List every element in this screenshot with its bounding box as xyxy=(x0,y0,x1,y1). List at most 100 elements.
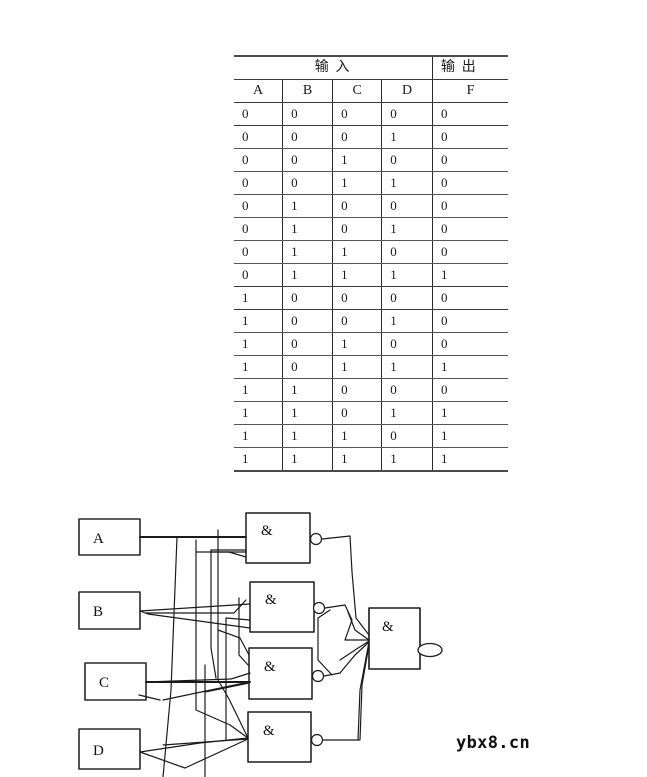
table-cell-d: 1 xyxy=(381,217,433,241)
table-cell-c: 1 xyxy=(332,424,383,448)
table-cell-d: 1 xyxy=(381,125,433,149)
table-cell-a: 0 xyxy=(234,148,284,172)
table-cell-d: 0 xyxy=(381,286,433,310)
table-cell-a: 1 xyxy=(234,447,284,472)
table-cell-c: 0 xyxy=(332,378,383,402)
wire-gate2-out-to-gate5 xyxy=(324,604,370,641)
input-label-b: B xyxy=(93,604,103,620)
table-cell-a: 1 xyxy=(234,286,284,310)
table-cell-a: 0 xyxy=(234,194,284,218)
table-cell-c: 1 xyxy=(332,263,383,287)
table-cell-f: 0 xyxy=(431,125,508,149)
wire-b-to-gate2-lower xyxy=(139,610,251,629)
table-cell-a: 1 xyxy=(234,378,284,402)
table-cell-c: 1 xyxy=(332,332,383,356)
nand-gate-4-body xyxy=(247,711,312,763)
wire-cross-1 xyxy=(210,549,217,679)
nand-gate-4-symbol: & xyxy=(263,723,275,739)
table-cell-a: 0 xyxy=(234,171,284,195)
column-header-b: B xyxy=(282,79,334,103)
table-cell-a: 1 xyxy=(234,401,284,425)
wire-b-to-gate2 xyxy=(139,603,251,612)
input-box-d xyxy=(78,728,141,770)
nand-gate-5-symbol: & xyxy=(382,619,394,635)
table-cell-a: 0 xyxy=(234,102,284,126)
wire-cross-3 xyxy=(217,529,249,739)
site-watermark: ybx8.cn xyxy=(456,733,531,753)
table-cell-f: 0 xyxy=(431,171,508,195)
table-cell-d: 0 xyxy=(381,424,433,448)
table-cell-f: 0 xyxy=(431,286,508,310)
input-label-d: D xyxy=(93,743,104,759)
table-column-header-row: A B C D F xyxy=(234,79,508,103)
wire-cross-3-to-gate3 xyxy=(217,629,250,656)
wire-a-branch-down xyxy=(162,536,178,777)
table-cell-b: 1 xyxy=(282,217,334,241)
table-cell-c: 0 xyxy=(332,217,383,241)
table-cell-c: 1 xyxy=(332,148,383,172)
table-cell-d: 0 xyxy=(381,378,433,402)
table-group-header-row: 输 入 输 出 xyxy=(234,55,508,80)
table-cell-d: 0 xyxy=(381,194,433,218)
nand-gate-2-body xyxy=(249,581,315,633)
nand-gate-5-body xyxy=(368,607,421,670)
table-cell-a: 0 xyxy=(234,263,284,287)
table-cell-b: 0 xyxy=(282,171,334,195)
input-box-b xyxy=(78,591,141,630)
table-cell-d: 1 xyxy=(381,401,433,425)
nand-gate-3-symbol: & xyxy=(264,659,276,675)
table-cell-c: 1 xyxy=(332,171,383,195)
nand-gate-1-body xyxy=(245,512,311,564)
nand-gate-3-bubble xyxy=(311,669,325,683)
table-cell-a: 0 xyxy=(234,125,284,149)
table-cell-f: 1 xyxy=(431,447,508,472)
header-inputs-group: 输 入 xyxy=(234,55,433,80)
column-header-a: A xyxy=(234,79,284,103)
table-cell-f: 0 xyxy=(431,194,508,218)
table-cell-c: 0 xyxy=(332,125,383,149)
input-box-a xyxy=(78,518,141,556)
wire-cross-2 xyxy=(195,539,249,739)
wire-vert-long-branch xyxy=(204,682,250,693)
nand-gate-4-bubble xyxy=(310,733,324,747)
table-cell-a: 0 xyxy=(234,217,284,241)
logic-circuit-diagram: A B C D & & & & & xyxy=(0,500,647,777)
table-cell-b: 0 xyxy=(282,286,334,310)
table-cell-c: 1 xyxy=(332,355,383,379)
table-cell-a: 1 xyxy=(234,355,284,379)
table-cell-a: 1 xyxy=(234,332,284,356)
table-cell-f: 0 xyxy=(431,217,508,241)
table-cell-c: 1 xyxy=(332,240,383,264)
nand-gate-2-symbol: & xyxy=(265,592,277,608)
table-cell-d: 1 xyxy=(381,309,433,333)
table-cell-f: 0 xyxy=(431,148,508,172)
table-cell-b: 0 xyxy=(282,102,334,126)
input-box-c xyxy=(84,662,147,701)
table-cell-c: 0 xyxy=(332,286,383,310)
wire-low-stub xyxy=(138,694,161,701)
table-cell-d: 1 xyxy=(381,171,433,195)
wire-mid-loop xyxy=(317,609,333,676)
wire-c-branch xyxy=(145,672,251,683)
table-cell-f: 1 xyxy=(431,263,508,287)
table-cell-f: 0 xyxy=(431,102,508,126)
wire-d-branch-lower xyxy=(139,738,249,769)
table-cell-f: 1 xyxy=(431,424,508,448)
wire-b-trunk xyxy=(145,599,247,614)
table-cell-d: 1 xyxy=(381,263,433,287)
wire-cross-1b xyxy=(210,549,247,553)
wire-low-diag-1 xyxy=(162,681,250,701)
circuit-svg: A B C D & & & & & xyxy=(78,512,443,777)
wire-cross-5 xyxy=(238,597,250,667)
